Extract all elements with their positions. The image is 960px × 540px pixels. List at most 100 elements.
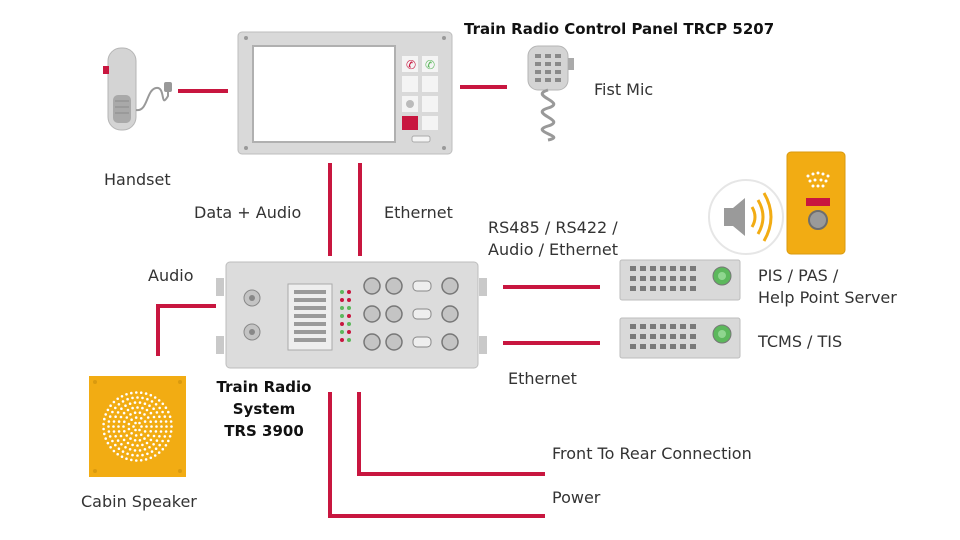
speaker-grille-dot xyxy=(158,415,161,419)
front-rear-label: Front To Rear Connection xyxy=(552,444,752,463)
speaker-grille-dot xyxy=(155,411,159,414)
speaker-grille-dot xyxy=(152,434,156,438)
speaker-grille-dot xyxy=(138,439,142,442)
speaker-grille-dot xyxy=(157,399,161,402)
speaker-grille-dot xyxy=(120,407,123,411)
speaker-grille-dot xyxy=(161,447,165,451)
cabin-speaker-icon xyxy=(89,376,186,477)
speaker-grille-dot xyxy=(148,404,151,408)
speaker-grille-dot xyxy=(123,430,126,433)
audio-label: Audio xyxy=(148,266,194,285)
speaker-grille-dot xyxy=(145,425,148,428)
speaker-grille-dot xyxy=(149,420,152,424)
speaker-grille-dot xyxy=(153,454,157,457)
speaker-grille-dot xyxy=(138,421,141,425)
speaker-grille-dot xyxy=(130,391,133,395)
speaker-grille-dot xyxy=(159,430,163,433)
speaker-grille-dot xyxy=(120,443,123,446)
speaker-grille-dot xyxy=(170,425,173,428)
speaker-grille-dot xyxy=(124,404,127,408)
speaker-grille-dot xyxy=(130,432,133,435)
speaker-grille-dot xyxy=(104,413,107,416)
speaker-grille-dot xyxy=(164,444,168,447)
speaker-grille-dot xyxy=(148,446,151,449)
speaker-grille-dot xyxy=(143,430,147,433)
speaker-grille-dot xyxy=(149,456,153,460)
speaker-grille-dot xyxy=(161,410,164,414)
svg-text:✆: ✆ xyxy=(406,58,416,72)
speaker-grille-dot xyxy=(125,416,129,419)
speaker-grille-dot xyxy=(136,396,139,399)
speaker-grille-dot xyxy=(144,392,148,395)
speaker-grille-dot xyxy=(136,406,139,409)
speaker-grille-dot xyxy=(133,439,137,442)
speaker-grille-dot xyxy=(116,397,119,401)
speaker-grille-dot xyxy=(167,439,170,443)
speaker-grille-dot xyxy=(119,415,123,419)
speaker-grille-dot xyxy=(138,428,141,432)
speaker-grille-dot xyxy=(149,393,153,397)
speaker-grille-dot xyxy=(134,416,138,419)
speaker-grille-dot xyxy=(163,415,167,418)
speaker-grille-dot xyxy=(138,411,142,415)
speaker-grille-dot xyxy=(120,395,124,398)
speaker-grille-dot xyxy=(112,430,116,433)
speaker-grille-dot xyxy=(114,435,117,438)
speaker-grille-dot xyxy=(117,425,120,428)
audio-link xyxy=(156,304,216,356)
speaker-grille-dot xyxy=(149,411,153,415)
speaker-grille-dot xyxy=(168,435,172,438)
speaker-grille-dot xyxy=(103,417,106,421)
speaker-grille-dot xyxy=(126,397,129,401)
speaker-grille-dot xyxy=(132,425,135,428)
speaker-grille-dot xyxy=(114,406,117,410)
speaker-grille-dot xyxy=(139,459,143,462)
svg-text:✆: ✆ xyxy=(425,58,435,72)
speaker-grille-dot xyxy=(139,417,143,420)
speaker-grille-dot xyxy=(152,407,155,411)
speaker-grille-dot xyxy=(131,453,134,457)
pis-label-line1: PIS / PAS / xyxy=(758,266,839,285)
speaker-grille-dot xyxy=(117,447,121,451)
speaker-grille-dot xyxy=(135,391,138,394)
tcms-server-icon xyxy=(619,317,741,359)
speaker-grille-dot xyxy=(109,446,112,449)
speaker-grille-dot xyxy=(158,406,161,410)
speaker-grille-dot xyxy=(124,446,127,449)
speaker-grille-dot xyxy=(111,410,114,414)
trs-label-line2: System xyxy=(232,400,296,418)
speaker-sound-icon xyxy=(708,179,784,255)
speaker-grille-dot xyxy=(168,415,172,419)
speaker-grille-dot xyxy=(130,418,133,422)
speaker-grille-dot xyxy=(141,453,144,457)
speaker-grille-dot xyxy=(144,458,148,461)
speaker-grille-dot xyxy=(145,441,149,445)
handset-icon xyxy=(103,47,172,131)
speaker-grille-dot xyxy=(125,393,128,396)
speaker-grille-dot xyxy=(135,459,138,462)
rs485-label-line2: Audio / Ethernet xyxy=(488,240,618,259)
speaker-grille-dot xyxy=(161,402,165,406)
speaker-grille-dot xyxy=(103,432,106,436)
speaker-grille-dot xyxy=(138,401,142,404)
speaker-grille-dot xyxy=(167,410,170,414)
speaker-grille-dot xyxy=(155,425,158,428)
trs-label-line1: Train Radio xyxy=(216,378,312,396)
speaker-grille-dot xyxy=(143,413,146,416)
speaker-grille-dot xyxy=(122,411,126,415)
pis-server-icon xyxy=(619,259,741,301)
speaker-grille-dot xyxy=(136,444,139,447)
speaker-grille-dot xyxy=(150,400,154,403)
speaker-grille-dot xyxy=(160,425,163,428)
speaker-grille-dot xyxy=(136,454,139,457)
speaker-grille-dot xyxy=(126,408,130,412)
control-panel-title: Train Radio Control Panel TRCP 5207 xyxy=(464,20,775,38)
speaker-grille-dot xyxy=(141,443,144,447)
fist-mic-label: Fist Mic xyxy=(594,80,654,99)
train-radio-system-icon xyxy=(216,261,487,369)
speaker-grille-dot xyxy=(133,449,137,452)
speaker-grille-dot xyxy=(157,451,161,454)
connector-lines xyxy=(156,85,600,518)
speaker-grille-dot xyxy=(119,434,123,438)
